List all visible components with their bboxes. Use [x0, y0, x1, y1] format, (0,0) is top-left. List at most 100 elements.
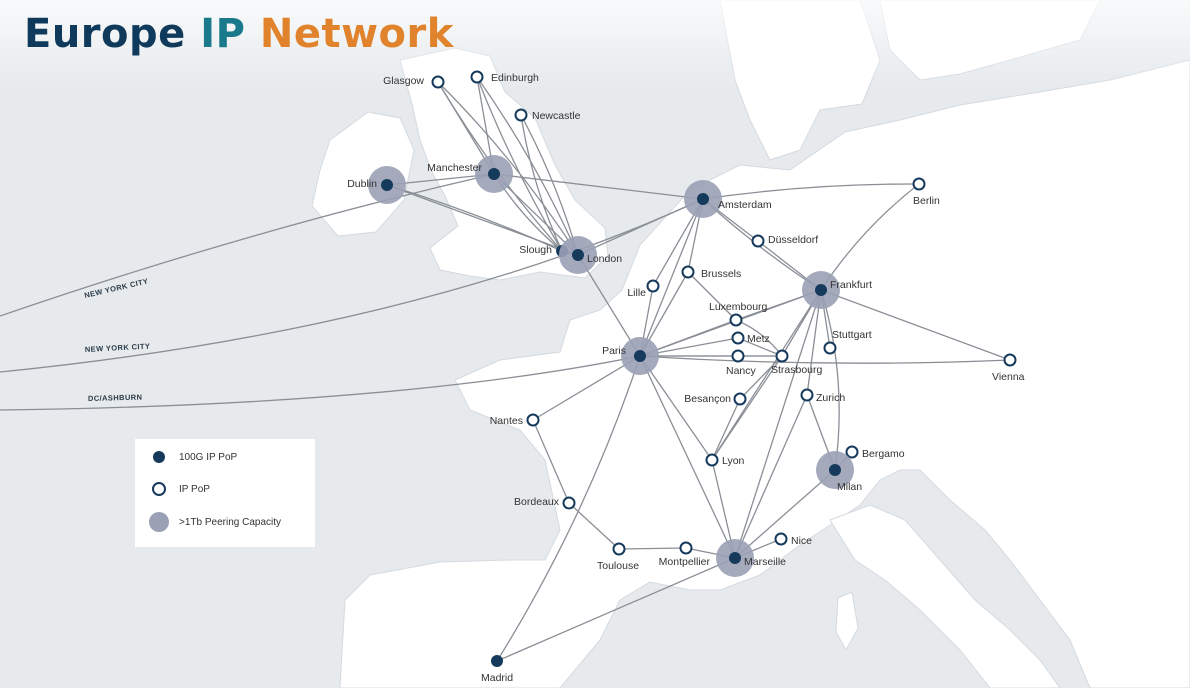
hollow-dot-icon	[774, 532, 788, 546]
city-label-newcastle: Newcastle	[532, 110, 581, 122]
legend-label: 100G IP PoP	[179, 451, 238, 463]
city-label-besanon: Besançon	[684, 393, 731, 405]
link-manchester-amsterdam	[493, 173, 704, 200]
city-label-dublin: Dublin	[347, 178, 377, 190]
hollow-dot-icon	[823, 341, 837, 355]
hollow-dot-icon	[733, 392, 747, 406]
node-strasbourg: Strasbourg	[771, 349, 823, 376]
map-legend: 100G IP PoP IP PoP >1Tb Peering Capacity	[135, 439, 315, 547]
node-vienna: Vienna	[992, 353, 1025, 383]
hollow-dot-icon	[646, 279, 660, 293]
hollow-dot-icon	[775, 349, 789, 363]
node-lyon: Lyon	[705, 453, 745, 467]
node-dublin: Dublin	[347, 166, 406, 204]
hollow-dot-icon	[514, 108, 528, 122]
hollow-dot-icon	[149, 479, 169, 499]
node-metz: Metz	[731, 331, 770, 345]
hollow-dot-icon	[800, 388, 814, 402]
hollow-dot-icon	[845, 445, 859, 459]
node-toulouse: Toulouse	[597, 542, 639, 572]
node-besanon: Besançon	[684, 392, 747, 406]
city-label-bordeaux: Bordeaux	[514, 496, 560, 508]
ireland-land	[311, 111, 415, 237]
city-label-lyon: Lyon	[722, 455, 745, 467]
node-amsterdam: Amsterdam	[684, 180, 772, 218]
link-frankfurt-milan	[820, 289, 840, 471]
filled-dot-icon	[634, 350, 646, 362]
city-label-metz: Metz	[747, 333, 770, 345]
hollow-dot-icon	[729, 313, 743, 327]
node-manchester: Manchester	[427, 155, 513, 193]
node-stuttgart: Stuttgart	[823, 329, 872, 355]
city-label-bergamo: Bergamo	[862, 448, 905, 460]
node-newcastle: Newcastle	[514, 108, 581, 122]
node-luxembourg: Luxembourg	[709, 301, 768, 327]
filled-dot-icon	[697, 193, 709, 205]
legend-item-100g: 100G IP PoP	[149, 447, 237, 467]
corsica-land	[835, 591, 859, 652]
node-nancy: Nancy	[726, 349, 757, 377]
link-marseille-madrid	[496, 557, 736, 662]
city-label-amsterdam: Amsterdam	[718, 199, 772, 211]
node-zurich: Zurich	[800, 388, 845, 404]
link-frankfurt-vienna	[820, 289, 1011, 361]
city-label-glasgow: Glasgow	[383, 75, 424, 87]
route-label-dc: DC/ASHBURN	[88, 393, 143, 403]
link-paris-vienna	[639, 355, 1011, 364]
hollow-dot-icon	[731, 349, 745, 363]
city-label-zurich: Zurich	[816, 392, 845, 404]
city-label-vienna: Vienna	[992, 371, 1025, 383]
link-dublin-slough	[386, 184, 563, 252]
node-montpellier: Montpellier	[659, 541, 711, 568]
transatlantic-link-nyc2	[0, 198, 704, 373]
city-label-montpellier: Montpellier	[659, 556, 711, 568]
legend-label: >1Tb Peering Capacity	[179, 516, 282, 528]
filled-dot-icon	[491, 655, 503, 667]
link-newcastle-slough	[520, 114, 563, 252]
node-madrid: Madrid	[481, 655, 513, 684]
node-bordeaux: Bordeaux	[514, 496, 576, 510]
hollow-dot-icon	[681, 265, 695, 279]
city-label-berlin: Berlin	[913, 195, 940, 207]
city-label-paris: Paris	[602, 345, 626, 357]
hollow-dot-icon	[431, 75, 445, 89]
filled-dot-icon	[729, 552, 741, 564]
hollow-dot-icon	[705, 453, 719, 467]
city-label-nice: Nice	[791, 535, 812, 547]
link-zurich-marseille	[734, 394, 808, 559]
hollow-dot-icon	[470, 70, 484, 84]
node-dsseldorf: Düsseldorf	[751, 234, 818, 248]
title-network: Network	[259, 11, 454, 57]
legend-label: IP PoP	[179, 483, 210, 495]
link-amsterdam-berlin	[702, 183, 920, 200]
node-nantes: Nantes	[490, 413, 540, 427]
node-paris: Paris	[602, 337, 659, 375]
city-label-slough: Slough	[519, 244, 552, 256]
link-edinburgh-london	[476, 76, 579, 256]
node-frankfurt: Frankfurt	[802, 271, 872, 309]
city-label-stuttgart: Stuttgart	[832, 329, 872, 341]
node-brussels: Brussels	[681, 265, 741, 280]
network-nodes: Glasgow EdinburghNewcastleManchesterDubli…	[347, 70, 1025, 684]
hollow-dot-icon	[526, 413, 540, 427]
link-frankfurt-marseille	[734, 289, 822, 559]
link-paris-madrid	[496, 355, 641, 662]
node-edinburgh: Edinburgh	[470, 70, 539, 84]
top-fade	[0, 0, 1190, 90]
link-glasgow-london	[437, 81, 579, 256]
city-label-edinburgh: Edinburgh	[491, 72, 539, 84]
city-label-milan: Milan	[837, 481, 862, 493]
hollow-dot-icon	[1003, 353, 1017, 367]
filled-dot-icon	[815, 284, 827, 296]
hollow-dot-icon	[562, 496, 576, 510]
hollow-dot-icon	[612, 542, 626, 556]
filled-dot-icon	[381, 179, 393, 191]
italy-land	[829, 504, 1061, 688]
city-label-strasbourg: Strasbourg	[771, 364, 823, 376]
route-label-nyc2: NEW YORK CITY	[85, 342, 151, 354]
link-paris-marseille	[639, 355, 736, 559]
node-marseille: Marseille	[716, 539, 786, 577]
title-europe: Europe	[24, 11, 186, 57]
